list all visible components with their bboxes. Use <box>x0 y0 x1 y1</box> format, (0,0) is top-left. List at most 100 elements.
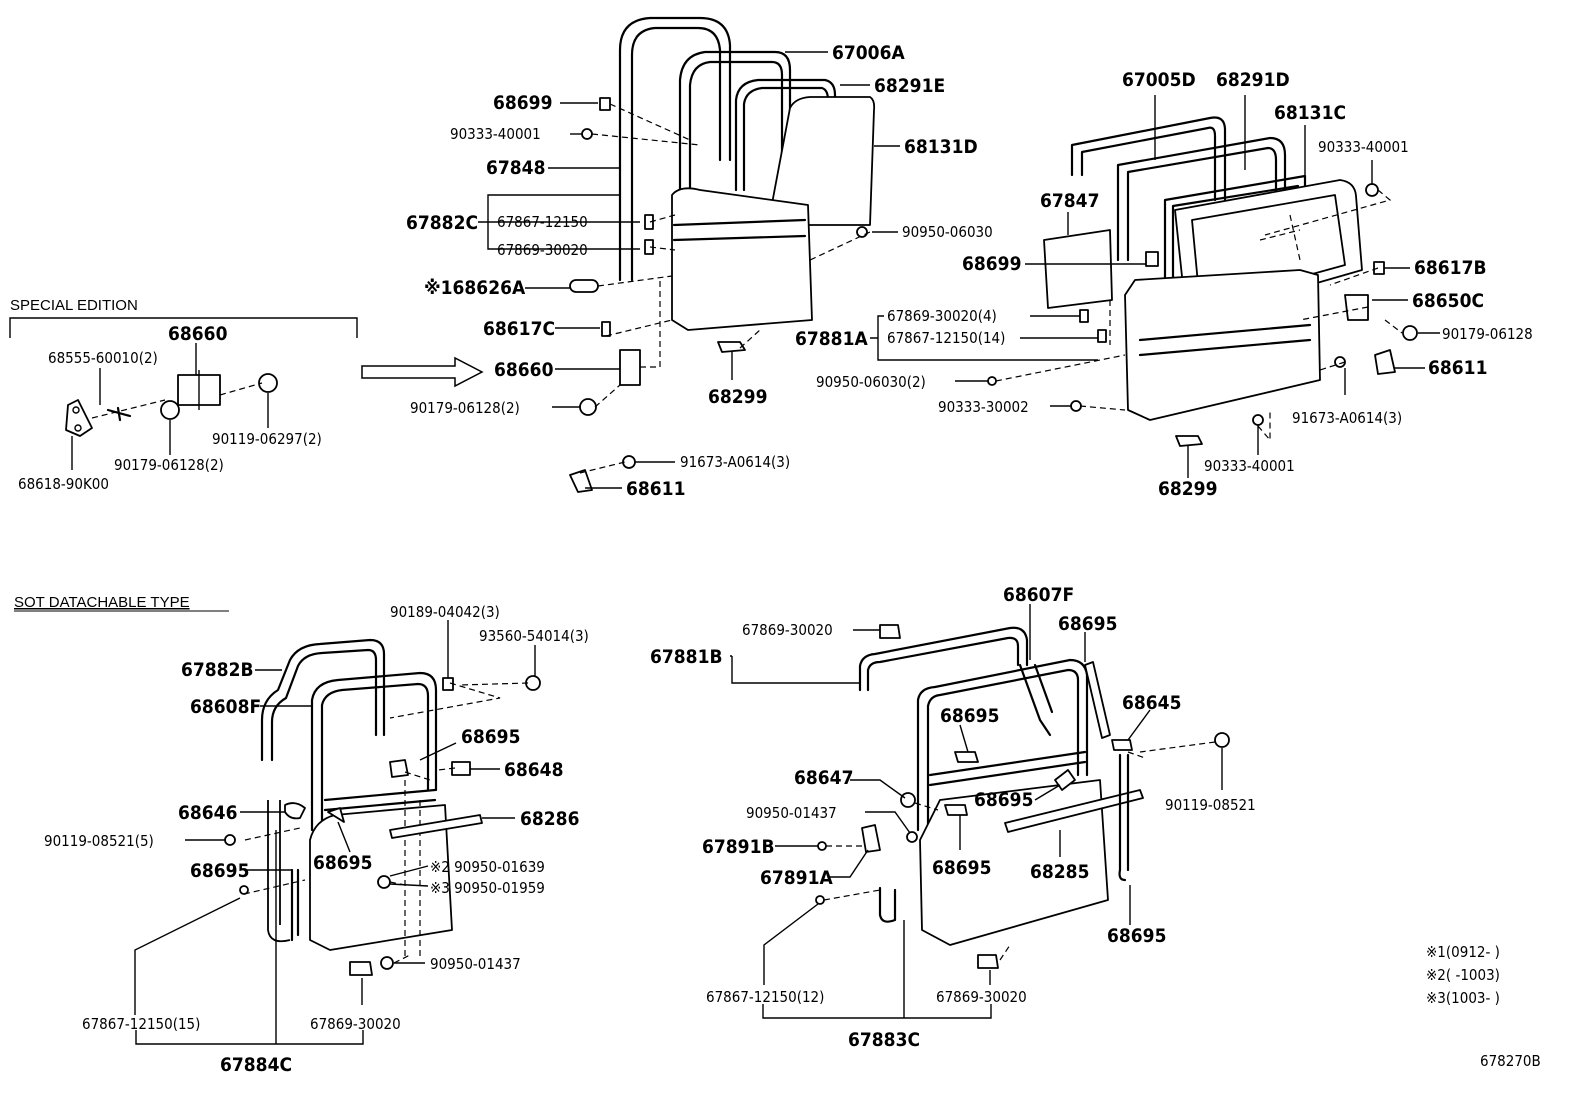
label-90119-08521-br: 90119-08521 <box>1165 796 1256 814</box>
label-67869-30020-4: 67869-30020(4) <box>887 307 997 325</box>
bolt-part <box>106 406 132 422</box>
label-68626A: ※168626A <box>424 277 526 299</box>
label-68617C: 68617C <box>483 318 555 340</box>
door-panel-part <box>671 187 813 331</box>
label-90119-06297: 90119-06297(2) <box>212 430 322 448</box>
front-door-group: 67006A 68291E 68699 90333-40001 68131D 6… <box>406 16 993 500</box>
sot-detachable-group: SOT DATACHABLE TYPE <box>14 594 589 1076</box>
strip-68286-part <box>389 814 483 839</box>
drawing-id: 678270B <box>1480 1052 1541 1070</box>
label-68291D: 68291D <box>1216 69 1290 91</box>
label-68647: 68647 <box>794 767 853 789</box>
label-67006A: 67006A <box>832 42 905 64</box>
label-68618: 68618-90K00 <box>18 475 109 493</box>
label-67881B: 67881B <box>650 646 723 668</box>
label-67005D: 67005D <box>1122 69 1196 91</box>
label-68695-br-g: 68695 <box>932 857 991 879</box>
label-68660-front: 68660 <box>494 359 554 381</box>
label-68699-rear: 68699 <box>962 253 1021 275</box>
label-67891A: 67891A <box>760 867 833 889</box>
strip-68285-part <box>1004 789 1144 833</box>
label-68608F: 68608F <box>190 696 261 718</box>
br-door-panel-part <box>919 779 1109 946</box>
weatherstrip-67848-part <box>618 16 732 282</box>
label-68660: 68660 <box>168 323 228 345</box>
label-67882C: 67882C <box>406 212 478 234</box>
special-edition-bracket <box>9 317 358 338</box>
arrow-right-icon <box>361 356 484 388</box>
label-68695-sot-c: 68695 <box>190 860 249 882</box>
label-68299-rear: 68299 <box>1158 478 1217 500</box>
label-68611-front: 68611 <box>626 478 685 500</box>
label-67847: 67847 <box>1040 190 1099 212</box>
rear-door-group: 67005D 68291D 68131C 90333-40001 67847 6… <box>795 69 1533 500</box>
label-90119-08521-5: 90119-08521(5) <box>44 832 154 850</box>
label-90950-01437-br: 90950-01437 <box>746 804 837 822</box>
label-68695-br-e: 68695 <box>940 705 999 727</box>
label-68611-rear: 68611 <box>1428 357 1487 379</box>
label-67848: 67848 <box>486 157 545 179</box>
label-67867-12150-15: 67867-12150(15) <box>82 1015 200 1033</box>
label-68645: 68645 <box>1122 692 1181 714</box>
label-67867-12150-12: 67867-12150(12) <box>706 988 824 1006</box>
label-68646: 68646 <box>178 802 237 824</box>
label-67869-30020-front: 67869-30020 <box>497 241 588 259</box>
label-68699-front: 68699 <box>493 92 552 114</box>
label-67867-12150-14: 67867-12150(14) <box>887 329 1005 347</box>
label-67883C: 67883C <box>848 1029 920 1051</box>
label-67869-30020-br: 67869-30020 <box>936 988 1027 1006</box>
label-68648: 68648 <box>504 759 563 781</box>
nut-part <box>160 400 180 420</box>
label-68650C: 68650C <box>1412 290 1484 312</box>
note-1: ※1(0912- ) <box>1426 943 1500 961</box>
label-68695-sot-a: 68695 <box>461 726 520 748</box>
label-90333-40001-rear-b: 90333-40001 <box>1204 457 1295 475</box>
label-90333-30002: 90333-30002 <box>938 398 1029 416</box>
label-67891B: 67891B <box>702 836 775 858</box>
label-90950-06030-front: 90950-06030 <box>902 223 993 241</box>
label-68695-br-f: 68695 <box>974 789 1033 811</box>
label-68299-front: 68299 <box>708 386 767 408</box>
label-67869-30020-br-top: 67869-30020 <box>742 621 833 639</box>
sot-detachable-title: SOT DATACHABLE TYPE <box>14 594 190 611</box>
label-67884C: 67884C <box>220 1054 292 1076</box>
label-68555: 68555-60010(2) <box>48 349 158 367</box>
label-68695-sot-b: 68695 <box>313 852 372 874</box>
label-68607F: 68607F <box>1003 584 1074 606</box>
label-93560: 93560-54014(3) <box>479 627 589 645</box>
label-67867-12150-front: 67867-12150 <box>497 213 588 231</box>
label-90950-01959: ※3 90950-01959 <box>430 879 545 897</box>
label-68285: 68285 <box>1030 861 1089 883</box>
label-68286: 68286 <box>520 808 579 830</box>
label-91673-front: 91673-A0614(3) <box>680 453 790 471</box>
label-90179-06128-se: 90179-06128(2) <box>114 456 224 474</box>
special-edition-title: SPECIAL EDITION <box>10 297 138 314</box>
bolt-head-part <box>258 373 278 393</box>
label-90333-40001-rear: 90333-40001 <box>1318 138 1409 156</box>
label-91673-rear: 91673-A0614(3) <box>1292 409 1402 427</box>
label-90179-06128-rear: 90179-06128 <box>1442 325 1533 343</box>
note-2: ※2( -1003) <box>1426 966 1500 984</box>
label-68131D: 68131D <box>904 136 978 158</box>
glass-68131D-part <box>767 96 876 226</box>
label-67869-30020-sot: 67869-30020 <box>310 1015 401 1033</box>
label-68695-br-h: 68695 <box>1107 925 1166 947</box>
label-90333-40001-front: 90333-40001 <box>450 125 541 143</box>
note-3: ※3(1003- ) <box>1426 989 1500 1007</box>
label-90189: 90189-04042(3) <box>390 603 500 621</box>
label-68617B: 68617B <box>1414 257 1487 279</box>
label-67881A: 67881A <box>795 328 868 350</box>
label-68131C: 68131C <box>1274 102 1346 124</box>
label-68291E: 68291E <box>874 75 945 97</box>
label-90179-06128-front: 90179-06128(2) <box>410 399 520 417</box>
bottom-right-door-group: 67869-30020 68607F 68695 67881B 68645 68… <box>650 584 1256 1051</box>
special-edition-group: SPECIAL EDITION 68660 68555-60010(2) 901… <box>9 297 358 493</box>
label-90950-06030-2: 90950-06030(2) <box>816 373 926 391</box>
label-67882B: 67882B <box>181 659 254 681</box>
label-90950-01639: ※2 90950-01639 <box>430 858 545 876</box>
label-90950-01437-sot: 90950-01437 <box>430 955 521 973</box>
rear-door-panel-part <box>1124 269 1321 421</box>
notes-group: ※1(0912- ) ※2( -1003) ※3(1003- ) 678270B <box>1426 943 1541 1070</box>
label-68695-br-d: 68695 <box>1058 613 1117 635</box>
